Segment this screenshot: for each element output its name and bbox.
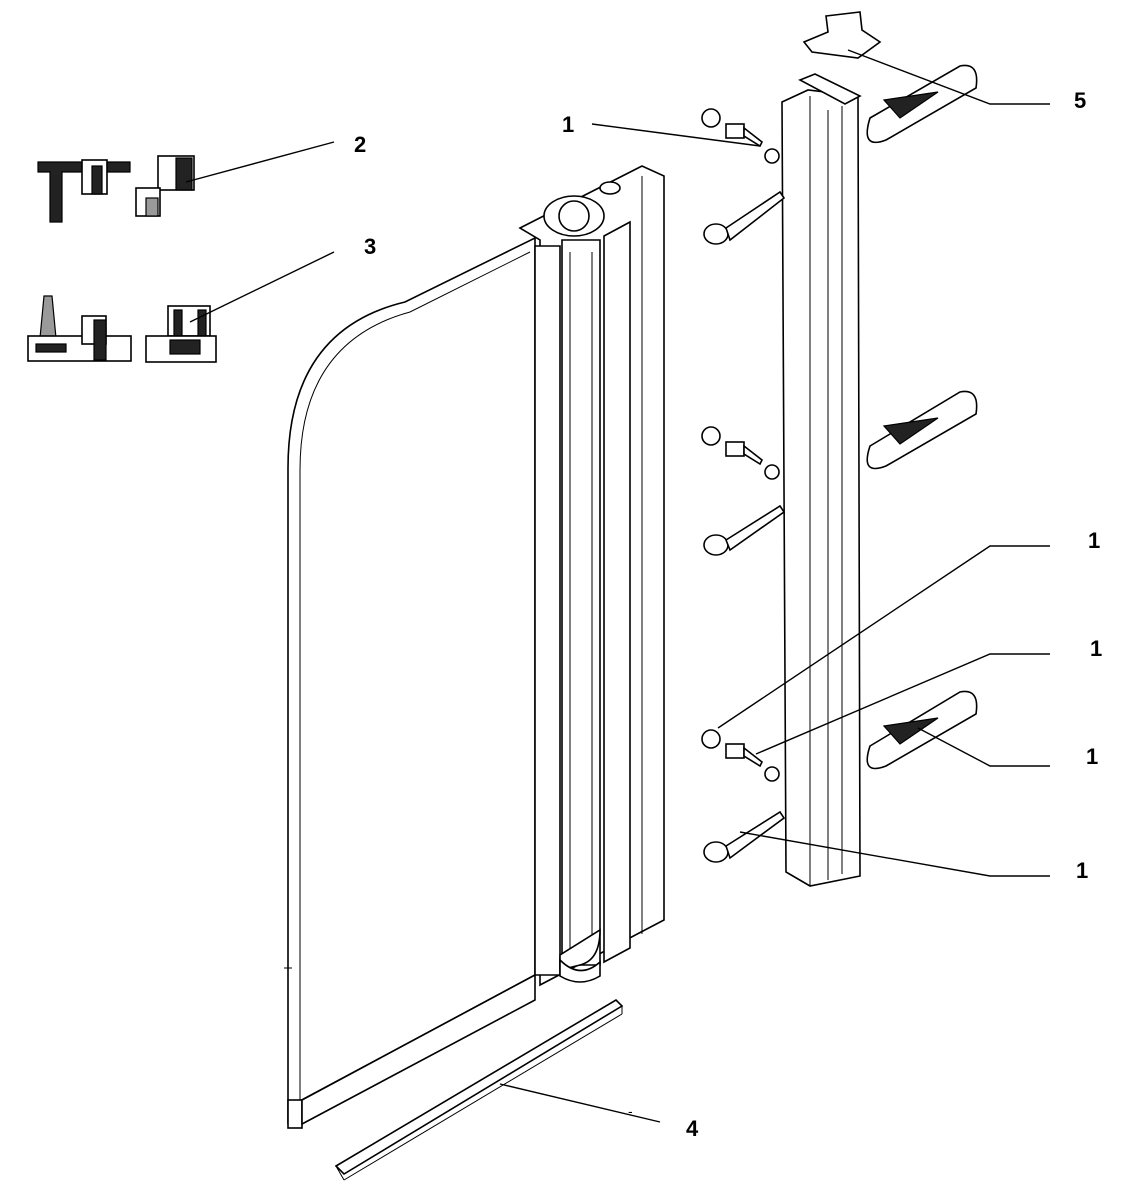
callout-1-d: 1 [1076, 858, 1088, 883]
detail-2-hinge-profiles [37, 155, 195, 223]
callout-4: 4 [686, 1116, 699, 1141]
callout-1-c: 1 [1086, 744, 1098, 769]
bottom-seal-strip [334, 998, 624, 1181]
callout-1-a: 1 [1088, 528, 1100, 553]
fixing-set-middle [701, 390, 978, 556]
callout-5: 5 [1074, 88, 1086, 113]
callout-1-b: 1 [1090, 636, 1102, 661]
detail-3-hinge-profiles [27, 295, 217, 363]
hinge-profile [518, 165, 665, 987]
callout-4-tick: - [628, 1103, 633, 1119]
callout-1-top: 1 [562, 112, 574, 137]
fixing-set-top [701, 64, 978, 245]
end-cap [802, 11, 882, 59]
wall-profile [781, 73, 862, 887]
leader-lines [185, 49, 1050, 1123]
callout-2: 2 [354, 132, 366, 157]
callout-3: 3 [364, 234, 376, 259]
glass-panel [284, 236, 536, 1129]
